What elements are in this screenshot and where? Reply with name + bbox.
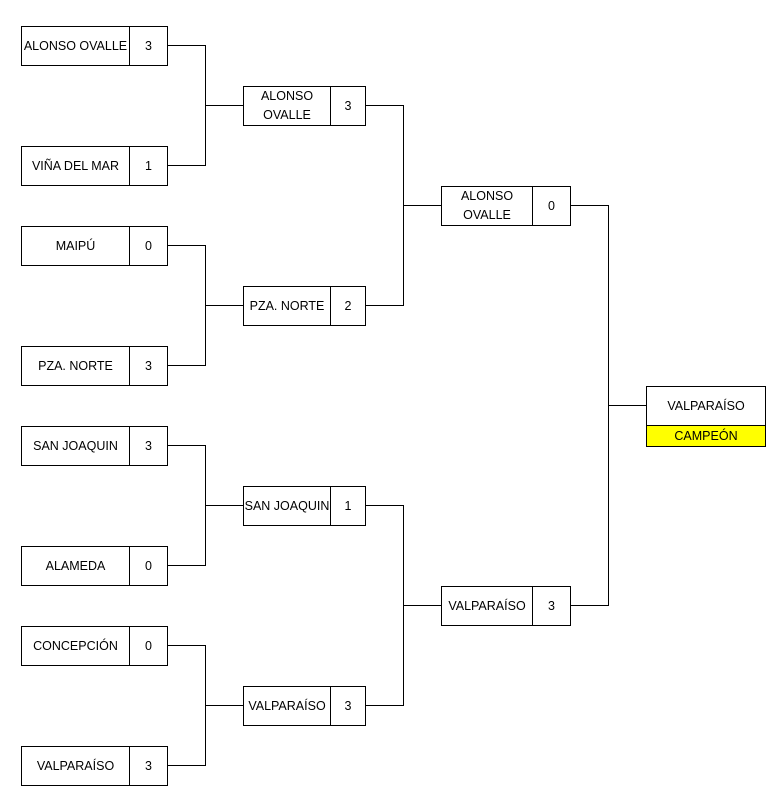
team-score: 3 [145, 39, 152, 53]
round1-match-1: ALONSO OVALLE 3 [21, 26, 168, 66]
round1-match-7: CONCEPCIÓN 0 [21, 626, 168, 666]
team-score: 0 [145, 559, 152, 573]
connector [167, 645, 206, 646]
round1-match-2: VIÑA DEL MAR 1 [21, 146, 168, 186]
team-score: 2 [344, 299, 352, 313]
team-name: VIÑA DEL MAR [22, 147, 130, 185]
connector [205, 305, 243, 306]
connector [365, 705, 404, 706]
connector [365, 305, 404, 306]
team-name: SAN JOAQUIN [244, 487, 331, 525]
team-name: ALAMEDA [22, 547, 130, 585]
round1-match-5: SAN JOAQUIN 3 [21, 426, 168, 466]
connector [167, 445, 206, 446]
connector [167, 565, 206, 566]
team-name: CONCEPCIÓN [22, 627, 130, 665]
team-score: 3 [145, 759, 152, 773]
team-score: 3 [344, 99, 352, 113]
connector [167, 365, 206, 366]
round2-match-1: ALONSO OVALLE 3 [243, 86, 366, 126]
team-name: ALONSO OVALLE [442, 187, 533, 225]
team-score: 3 [548, 599, 555, 613]
round2-match-3: SAN JOAQUIN 1 [243, 486, 366, 526]
round1-match-6: ALAMEDA 0 [21, 546, 168, 586]
team-name: PZA. NORTE [22, 347, 130, 385]
champion-name: VALPARAÍSO [647, 387, 765, 426]
round2-match-4: VALPARAÍSO 3 [243, 686, 366, 726]
connector [570, 205, 609, 206]
team-name: VALPARAÍSO [442, 587, 533, 625]
team-name: VALPARAÍSO [244, 687, 331, 725]
round1-match-3: MAIPÚ 0 [21, 226, 168, 266]
team-score: 1 [344, 499, 352, 513]
team-score: 1 [145, 159, 152, 173]
team-name: ALONSO OVALLE [22, 27, 130, 65]
team-score: 0 [548, 199, 555, 213]
round1-match-4: PZA. NORTE 3 [21, 346, 168, 386]
round2-match-2: PZA. NORTE 2 [243, 286, 366, 326]
connector [167, 245, 206, 246]
round1-match-8: VALPARAÍSO 3 [21, 746, 168, 786]
connector [167, 165, 206, 166]
team-score: 0 [145, 239, 152, 253]
connector [205, 505, 243, 506]
connector [403, 605, 441, 606]
connector [403, 205, 441, 206]
champion-box: VALPARAÍSO CAMPEÓN [646, 386, 766, 447]
team-score: 3 [344, 699, 352, 713]
connector [365, 105, 404, 106]
team-name: VALPARAÍSO [22, 747, 130, 785]
round3-match-1: ALONSO OVALLE 0 [441, 186, 571, 226]
team-score: 3 [145, 439, 152, 453]
team-name: PZA. NORTE [244, 287, 331, 325]
round3-match-2: VALPARAÍSO 3 [441, 586, 571, 626]
team-name: MAIPÚ [22, 227, 130, 265]
connector [167, 765, 206, 766]
champion-label: CAMPEÓN [647, 426, 765, 446]
team-score: 0 [145, 639, 152, 653]
team-name: SAN JOAQUIN [22, 427, 130, 465]
connector [205, 705, 243, 706]
team-name: ALONSO OVALLE [244, 87, 331, 125]
team-score: 3 [145, 359, 152, 373]
connector [608, 405, 646, 406]
connector [167, 45, 206, 46]
connector [570, 605, 609, 606]
connector [365, 505, 404, 506]
connector [205, 105, 243, 106]
